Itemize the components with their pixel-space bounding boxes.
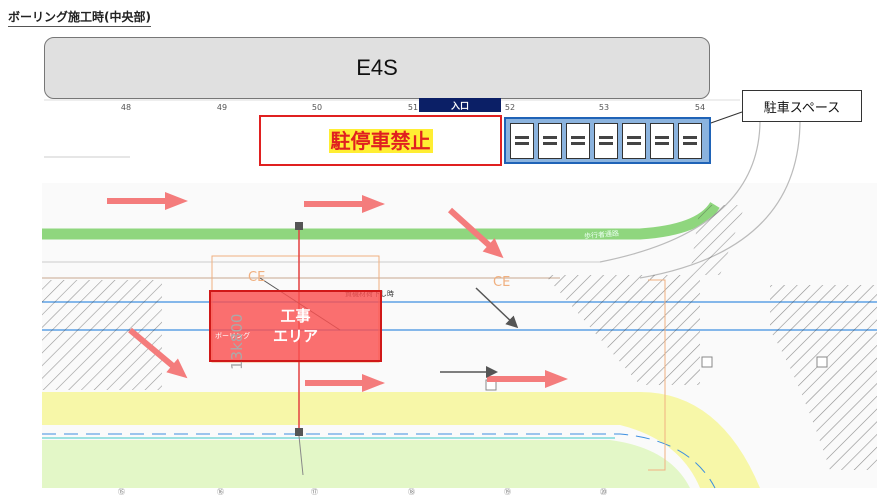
flow-arrow: [475, 287, 519, 329]
hatched-island: [545, 275, 700, 385]
traffic-arrow: [304, 195, 385, 213]
traffic-arrow: [107, 192, 188, 210]
parking-slot-icon: [510, 122, 534, 159]
ce-label-left: CE: [248, 270, 266, 285]
parking-space: [504, 117, 711, 164]
parking-slot-icon: [678, 122, 702, 159]
ce-outline: [648, 279, 666, 471]
traffic-arrow: [447, 207, 504, 259]
bottom-tick: ⑳: [600, 488, 607, 496]
grid-tick: 54: [694, 103, 706, 112]
hatched-island: [690, 205, 745, 275]
survey-marker: [295, 222, 303, 230]
distance-marker: 13k800: [228, 313, 246, 370]
ce-label-right: CE: [493, 275, 511, 290]
curve-road: [639, 119, 801, 279]
building-e4s: E4S: [44, 37, 710, 99]
bottom-tick: ⑮: [118, 488, 125, 496]
callout-connector: [707, 111, 743, 125]
work-area-label-line1: 工事: [280, 307, 311, 325]
grass-area: [42, 440, 690, 488]
hatched-island: [770, 285, 877, 470]
grid-tick: 51: [407, 103, 419, 112]
work-area-label-line2: エリア: [272, 327, 318, 345]
parking-slot-icon: [538, 122, 562, 159]
traffic-arrows: [107, 192, 568, 392]
parking-slot-icon: [650, 122, 674, 159]
dashed-line: [42, 433, 716, 489]
no-parking-label: 駐停車禁止: [328, 128, 433, 153]
survey-marker: [295, 428, 303, 436]
bottom-tick: ⑰: [311, 488, 318, 496]
parking-slot-icon: [622, 122, 646, 159]
hatched-island: [42, 280, 162, 390]
grid-tick: 50: [311, 103, 323, 112]
bottom-tick: ⑲: [504, 488, 511, 496]
traffic-arrow: [128, 327, 188, 379]
grid-tick: 52: [504, 103, 516, 112]
grid-tick: 48: [120, 103, 132, 112]
traffic-arrow: [487, 370, 568, 388]
grid-tick: 49: [216, 103, 228, 112]
boring-label: ボーリング: [215, 332, 250, 340]
parking-slot-icon: [566, 122, 590, 159]
no-parking-zone: 駐停車禁止: [259, 115, 502, 166]
survey-tail: [298, 435, 304, 476]
traffic-arrow: [305, 374, 385, 392]
parking-callout: 駐車スペース: [742, 90, 862, 122]
map-marker: [701, 356, 713, 368]
work-area: 工事 エリア: [209, 290, 382, 362]
entrance-label: 入口: [419, 98, 501, 112]
bottom-tick: ⑱: [408, 488, 415, 496]
road-band: [42, 392, 760, 488]
map-marker: [816, 356, 828, 368]
bottom-tick: ⑯: [217, 488, 224, 496]
page-title: ボーリング施工時(中央部): [8, 8, 151, 27]
grid-tick: 53: [598, 103, 610, 112]
parking-slot-icon: [594, 122, 618, 159]
